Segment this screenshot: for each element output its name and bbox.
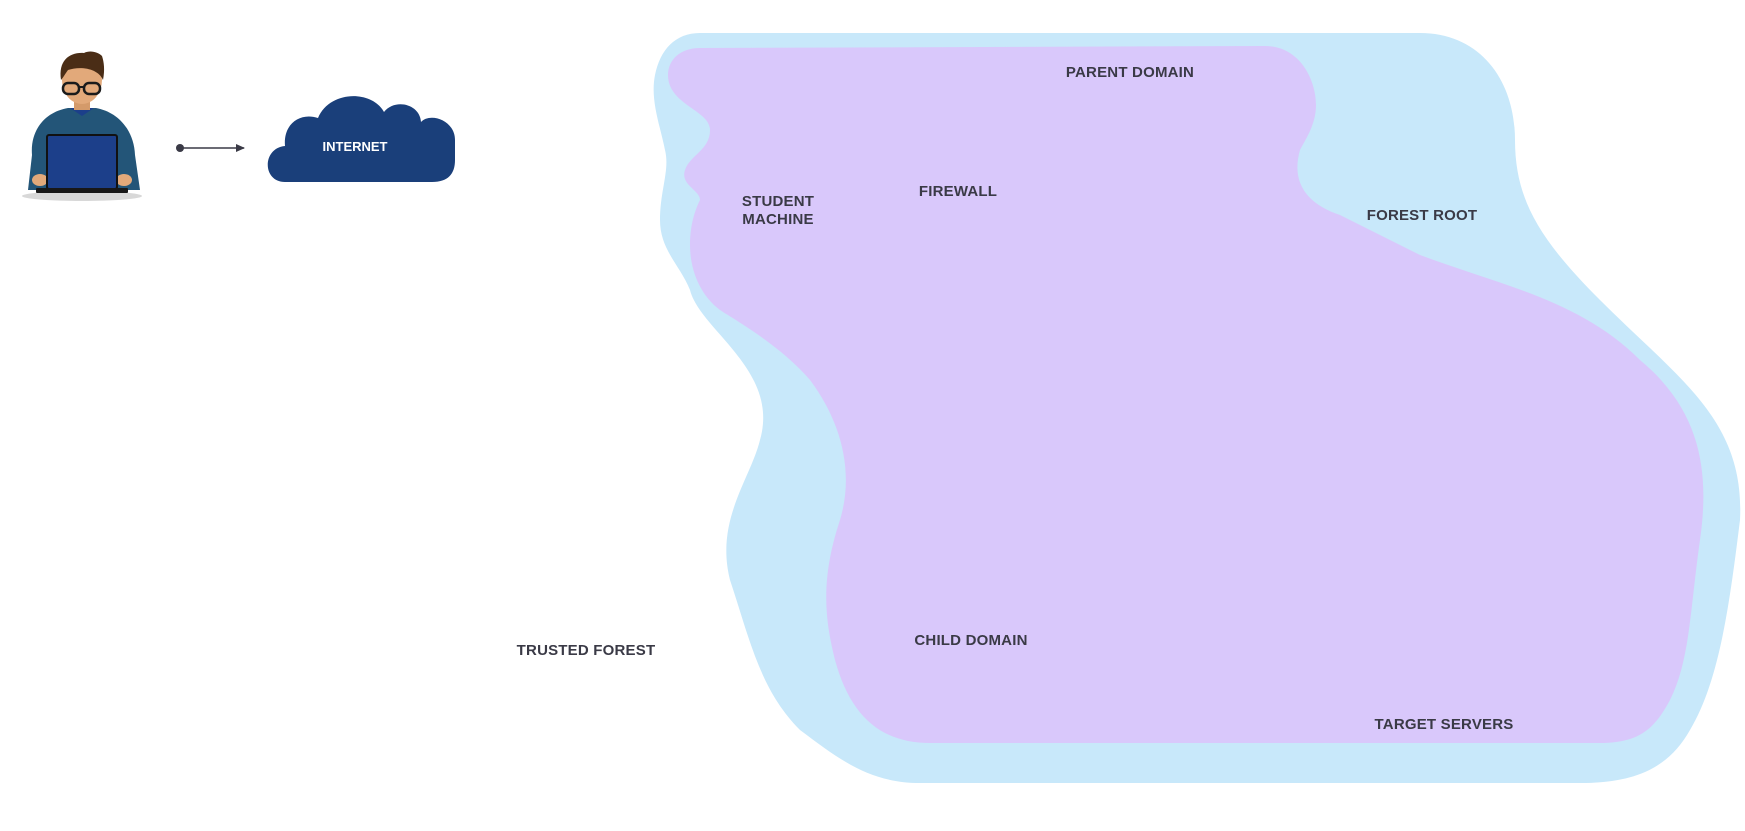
forest-root-label: FOREST ROOT [1366,207,1478,224]
firewall-label: FIREWALL [918,183,998,200]
internet-label: INTERNET [322,139,388,154]
student-machine-label: STUDENT MACHINE [741,193,815,228]
inner-domain-zone [668,46,1704,743]
parent-domain-label: PARENT DOMAIN [1065,64,1195,81]
vpn-browser-label: VPN/BROWSER [550,139,608,148]
cloud-icon [267,96,455,182]
person-with-laptop-icon [22,51,142,201]
target-servers-label: TARGET SERVERS [1374,716,1514,733]
child-domain-label: CHILD DOMAIN [914,632,1028,649]
trusted-forest-label: TRUSTED FOREST [516,642,656,659]
edge-user-internet [176,144,245,152]
